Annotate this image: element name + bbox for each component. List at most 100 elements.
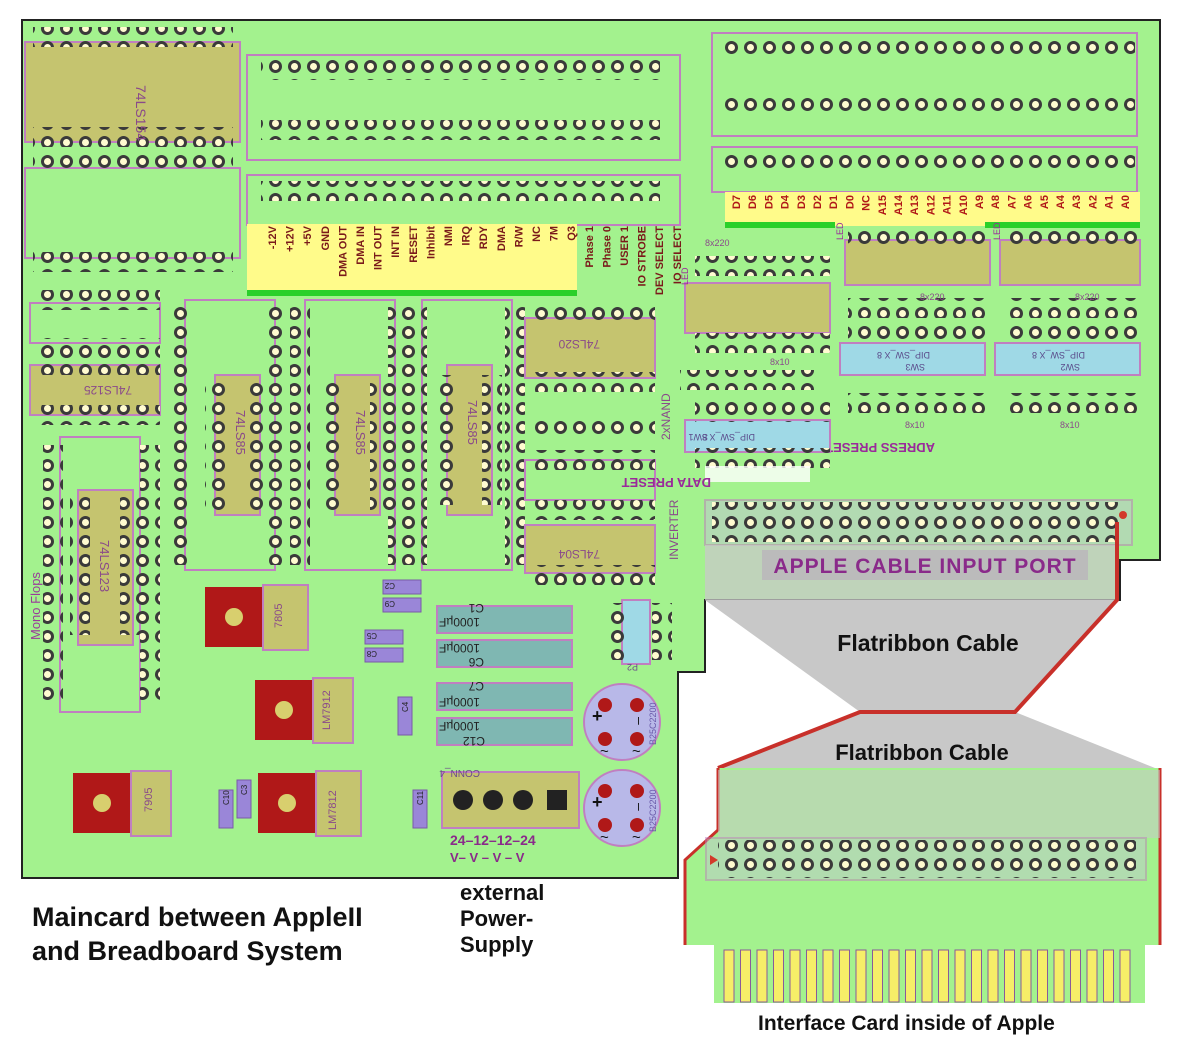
ribbon-segment-1 [705,600,1117,712]
signal-label: DMA IN [355,226,367,265]
cap-c7-ref: C7 [468,679,484,693]
resnet-8x10-b: 8x10 [1060,420,1080,430]
bridge-d2-pad-2 [630,784,644,798]
resnet-b-pads [1005,298,1140,318]
conn4-pin-3 [513,790,533,810]
chip-74ls123-pads-inner-l [70,495,90,635]
regulator-lm7812-hole [278,794,296,812]
bus-strip-green-2 [985,222,1140,228]
bridge-d1-label: B25C2200 [648,702,658,745]
dip-sw1-label: DIP_SW_X 8 [702,432,755,442]
signal-label: +5V [302,225,314,246]
header-pads-2 [261,120,660,140]
signal-label: IO STROBE [637,226,649,287]
bus-label: A6 [1023,195,1035,209]
bridge-rectifier-d2: + – ~ ~ B25C2200 [583,769,661,847]
cap-c10 [218,789,234,829]
cap-c6-body [436,639,573,668]
chip-74ls04-pads-c [535,565,655,585]
chip-74ls20-pads-bottom [535,372,655,392]
ribbon-label-2: Flatribbon Cable [835,740,1009,765]
chip-74ls154-pads-top [33,27,233,47]
port-label: APPLE CABLE INPUT PORT [773,555,1076,578]
chip-74ls85-3-pads-r [505,305,525,565]
chip-74ls85-3-pads-ir [482,375,502,505]
chip-74ls85-1-pads-il [205,380,225,510]
bridge-d1-pad-4 [630,732,644,746]
dip-sw2-pads-bottom [1005,393,1140,413]
led-block-pads-1 [848,228,988,248]
dip-sw1-pads-bot [695,448,830,468]
cap-c9 [382,597,422,613]
conn4-voltages-top: 24–12–12–24 [450,832,536,848]
chip-74ls85-2-pads-ir [370,380,390,510]
chip-74ls04-label: 74LS04 [558,547,600,561]
bus-label: A4 [1055,194,1067,209]
p2-pads-right [652,603,672,660]
interface-pin1-marker [710,855,718,865]
bus-label: A15 [877,195,889,215]
gold-finger [756,949,768,1003]
cap-c4 [397,696,413,736]
bus-label: A3 [1071,195,1083,209]
chip-74ls85-2-pads-r [388,305,408,565]
chips: 74LS154 74LS125 74LS123 Mono Flops 74LS8… [24,27,681,713]
dip-sw1-ref: SW1 [688,432,708,442]
gold-finger [1119,949,1131,1003]
p2-pads-left [605,603,625,660]
cap-c11-label: C11 [416,790,425,805]
led-block-pads-2 [1005,228,1140,248]
regulator-7805-label: 7805 [273,604,285,628]
signal-label: DMA [496,226,508,251]
bridge-d1-pad-2 [630,698,644,712]
header-pads-6 [725,150,1135,170]
chip-74ls85-2-pads-il [325,380,345,510]
dip-sw2-ref: SW2 [1060,362,1080,372]
regulator-7805: 7805 [205,584,309,651]
conn4-pin-4 [547,790,567,810]
signal-label: DEV SELECT [654,226,666,295]
chip-74ls85-1-label: 74LS85 [233,410,248,455]
regulator-lm7912-label: LM7912 [321,690,333,730]
gold-finger [938,949,949,1003]
cap-c6-value: 1000µF [439,641,480,655]
signal-label: Phase 1 [584,226,596,268]
chip-74ls154-outline [24,41,241,143]
header-pads-4 [725,38,1135,58]
signal-label: NMI [443,226,455,246]
bridge-d2-label: B25C2200 [648,789,658,832]
inverter-label: INVERTER [667,499,681,560]
chip-74ls123-pads-inner-r [120,495,140,635]
regulator-7905-hole [93,794,111,812]
port-pin1-marker [1119,511,1127,519]
dip-sw3-pads-bottom [848,393,988,413]
cap-c1-value: 1000µF [439,615,480,629]
bridge-d2-ac1: ~ [600,829,609,846]
led-data-pads-top [695,256,830,276]
chip-74ls125-pads-b [40,338,160,358]
chip-74ls04-pads-a [535,450,655,470]
main-caption: Maincard between AppleII and Breadboard … [32,900,363,968]
cap-c8-label: C8 [366,649,377,658]
cap-c5-label: C5 [366,631,377,640]
signal-label: GND [320,226,332,251]
gold-finger [921,949,933,1003]
chip-74ls125-pads-c [40,355,160,375]
bridge-d2-pad-4 [630,818,644,832]
signal-label: Inhibit [425,226,437,259]
signal-label: IRQ [461,226,473,246]
bus-label: NC [861,195,873,211]
dip-sw3-ref: SW3 [905,362,925,372]
main-caption-line1: Maincard between AppleII [32,902,363,932]
bus-label: A7 [1006,195,1018,209]
signal-label-strip [247,192,1140,296]
bus-label: A1 [1104,195,1116,209]
bus-label: D5 [763,195,775,209]
power-connector: CONN_4 24–12–12–24 V– V – V – V [439,767,580,865]
chip-74ls125-pads-a [40,290,160,310]
p2-connector [621,599,651,665]
signal-label: 7M [549,226,561,241]
chip-74ls04-pads-b [535,500,655,520]
chip-74ls85-1-pads-l [170,305,190,565]
